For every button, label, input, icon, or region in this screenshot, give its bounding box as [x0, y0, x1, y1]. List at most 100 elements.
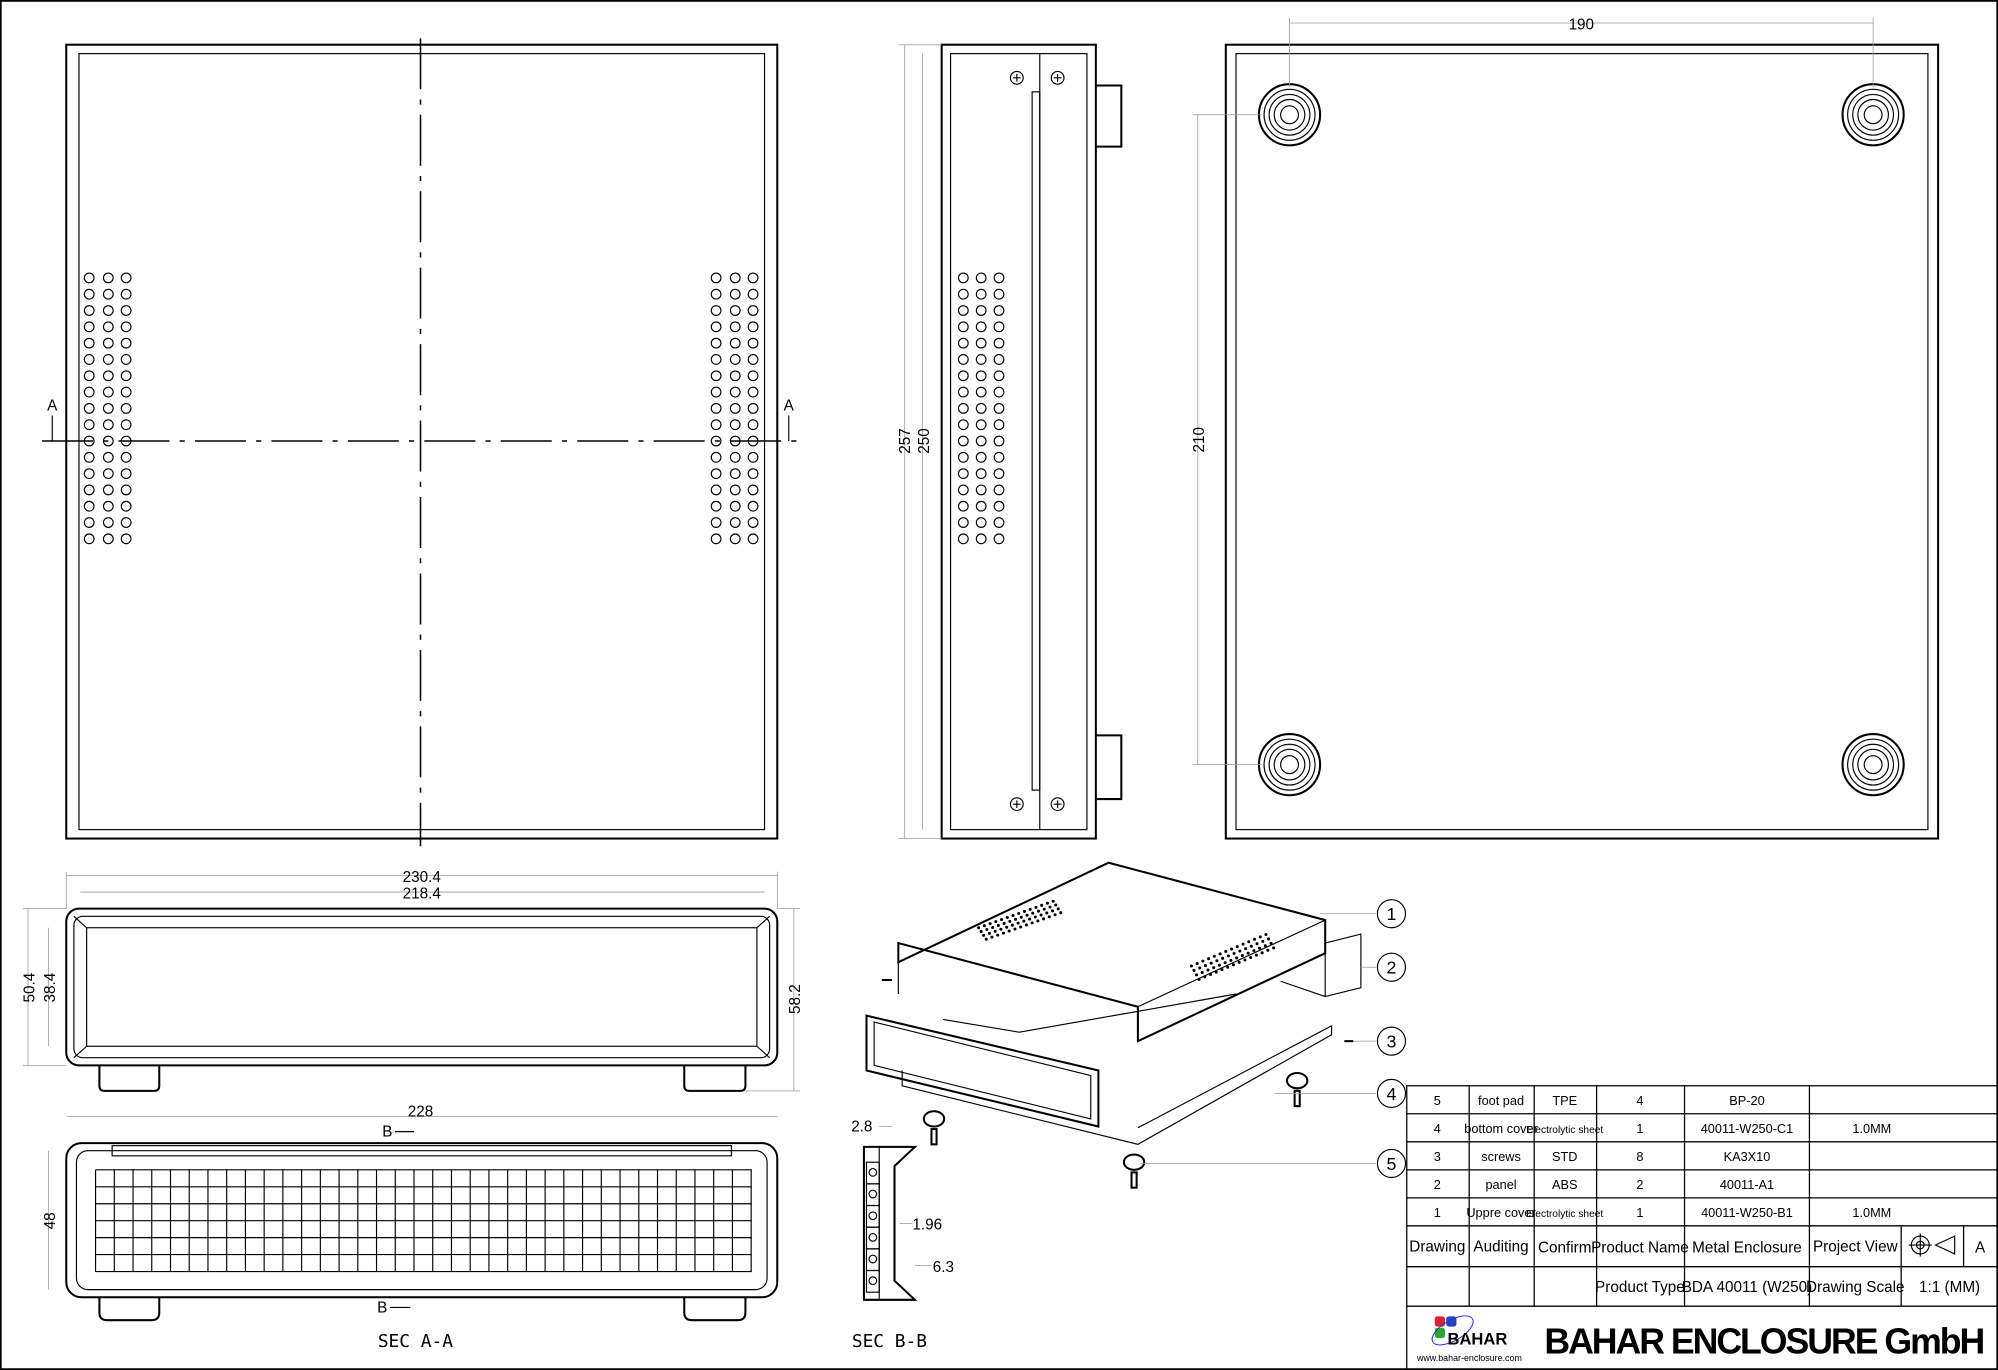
vent-hole: [1237, 960, 1241, 964]
vent-hole: [993, 354, 1005, 365]
vent-hole: [1030, 921, 1034, 925]
vent-hole: [1010, 923, 1014, 927]
vent-hole: [1024, 923, 1028, 927]
vent-hole: [1001, 931, 1005, 935]
vent-hole: [1195, 962, 1199, 966]
foot-screw-icon: [1130, 1171, 1138, 1189]
vent-hole: [747, 305, 759, 316]
auditing-label: Auditing: [1473, 1238, 1528, 1255]
vent-hole: [1045, 911, 1049, 915]
vent-hole: [975, 337, 987, 349]
foot-pad-icon: [1263, 738, 1316, 791]
vent-hole: [729, 451, 741, 463]
vent-hole: [1224, 949, 1228, 953]
vent-hole: [729, 354, 741, 365]
vent-hole: [747, 402, 759, 414]
vent-hole: [1005, 916, 1009, 920]
vent-hole: [747, 419, 759, 431]
vent-hole: [1203, 964, 1207, 968]
vent-hole: [1059, 911, 1063, 915]
foot-screw-icon: [930, 1128, 938, 1146]
vent-hole: [988, 922, 992, 926]
vent-hole: [1002, 921, 1006, 925]
foot-pad-icon: [1268, 93, 1311, 136]
vent-hole: [747, 386, 759, 398]
vent-hole: [1217, 963, 1221, 967]
vent-hole: [710, 484, 722, 496]
vent-hole: [1051, 899, 1055, 903]
section-b-label-bottom: B: [377, 1300, 387, 1317]
dim-1-96: 1.96: [912, 1217, 942, 1234]
foot-pad-icon: [1280, 105, 1300, 125]
section-b-b: 2.8 1.96 6.3 SEC B-B: [851, 1119, 954, 1352]
foot-pad-icon: [1122, 1153, 1146, 1171]
vent-hole: [1252, 937, 1257, 941]
vent-hole: [120, 305, 132, 316]
section-b-label-top: B: [382, 1124, 392, 1141]
bom-name: panel: [1485, 1177, 1516, 1192]
vent-hole: [120, 288, 132, 300]
vent-hole: [993, 272, 1005, 284]
vent-hole: [957, 272, 969, 284]
bom-code: KA3X10: [1724, 1149, 1771, 1164]
vent-hole: [993, 337, 1005, 349]
vent-hole: [729, 402, 741, 414]
vent-hole: [1260, 951, 1264, 955]
bom-code: 40011-A1: [1720, 1177, 1774, 1192]
vent-hole: [1013, 927, 1017, 931]
vent-hole: [729, 337, 741, 349]
vent-hole: [710, 288, 722, 300]
sec-bb-label: SEC B-B: [852, 1331, 927, 1352]
vent-hole: [1028, 917, 1032, 921]
foot-pad-icon: [1857, 748, 1889, 781]
vent-hole: [1014, 917, 1018, 921]
hole: [868, 1189, 878, 1199]
vent-hole: [1241, 942, 1245, 946]
foot-pad-icon: [1857, 98, 1889, 131]
website: www.bahar-enclosure.com: [1416, 1353, 1522, 1363]
balloon-number: 1: [1387, 904, 1397, 924]
vent-hole: [975, 288, 987, 300]
vent-hole: [996, 923, 1000, 927]
vent-hole: [1226, 954, 1230, 958]
vent-hole: [1252, 949, 1256, 953]
vent-hole: [1212, 966, 1216, 970]
vent-hole: [975, 354, 987, 365]
vent-hole: [975, 533, 987, 545]
bom-material: Electrolytic sheet: [1526, 1125, 1603, 1136]
bom-code: BP-20: [1729, 1093, 1764, 1108]
vent-hole: [747, 500, 759, 512]
vent-hole: [1016, 921, 1020, 925]
vent-hole: [1263, 944, 1267, 948]
vent-hole: [1261, 939, 1265, 943]
vent-hole: [83, 288, 95, 300]
vent-hole: [957, 386, 969, 398]
vent-hole: [993, 435, 1005, 447]
vent-hole: [957, 500, 969, 512]
balloon-4: [1376, 1078, 1407, 1108]
vent-hole: [957, 484, 969, 496]
vent-hole: [83, 305, 95, 316]
vent-hole: [975, 272, 987, 284]
section-a-label-left: A: [47, 397, 58, 414]
vent-hole: [1214, 970, 1218, 974]
vent-hole: [1203, 975, 1207, 979]
vent-hole: [1226, 965, 1230, 969]
foot-pad-icon: [1852, 743, 1895, 786]
vent-hole: [729, 305, 741, 316]
vent-hole: [1266, 937, 1271, 941]
vent-hole: [957, 533, 969, 545]
drawing-scale: 1:1 (MM): [1919, 1279, 1980, 1296]
vent-hole: [710, 386, 722, 398]
vent-hole: [957, 402, 969, 414]
vent-hole: [102, 402, 114, 414]
balloon-3: [1376, 1026, 1407, 1056]
vent-hole: [729, 288, 741, 300]
vent-hole: [993, 451, 1005, 463]
vent-hole: [1028, 907, 1032, 911]
vent-hole: [710, 370, 722, 382]
vent-hole: [985, 927, 989, 932]
vent-hole: [1249, 956, 1253, 960]
